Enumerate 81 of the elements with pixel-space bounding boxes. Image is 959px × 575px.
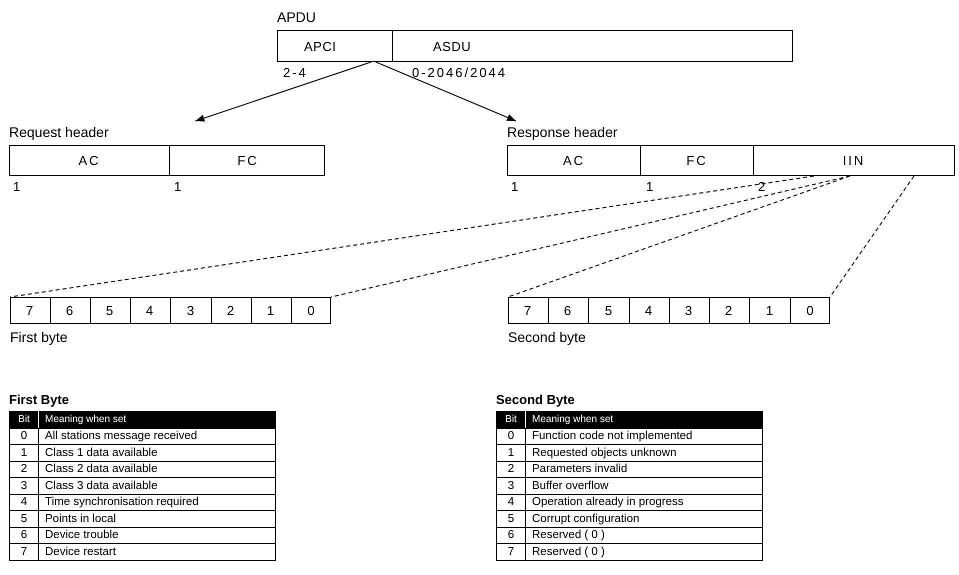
field-name: 0 (806, 303, 816, 318)
byte-count: 2 (758, 179, 768, 194)
table-cell: 7 (496, 544, 526, 560)
dashed-line (330, 176, 850, 298)
field-name: AC (78, 153, 101, 168)
table-cell: Device restart (38, 544, 276, 560)
dashed-line (508, 176, 850, 298)
table-cell: Device trouble (38, 527, 276, 544)
field-name: 2 (226, 303, 236, 318)
table-cell: 1 (496, 444, 526, 461)
byte-count: 2-4 (283, 65, 308, 80)
table-cell: 2 (496, 461, 526, 478)
group-heading: Second byte (508, 328, 586, 346)
table-cell: Class 2 data available (38, 461, 276, 478)
field-name: 3 (186, 303, 196, 318)
table-title: Second Byte (496, 392, 575, 407)
field-group (10, 297, 331, 346)
table-cell: 5 (496, 510, 526, 527)
byte-count: 1 (174, 179, 184, 194)
table-cell: Points in local (38, 510, 276, 527)
group-heading: Response header (507, 123, 618, 141)
field-name: 5 (604, 303, 614, 318)
dashed-line (10, 176, 814, 298)
field-name: 3 (684, 303, 694, 318)
table-cell: Time synchronisation required (38, 494, 276, 510)
field-name: AC (562, 153, 586, 168)
group-heading: Request header (9, 123, 109, 141)
field-name: 0 (307, 303, 317, 318)
group-heading: First byte (10, 328, 68, 346)
field-name: FC (686, 153, 708, 168)
table-cell: Reserved ( 0 ) (526, 544, 762, 560)
table-cell: 2 (10, 461, 38, 478)
table-cell: Reserved ( 0 ) (526, 527, 762, 544)
table-header-cell: Bit (496, 412, 526, 428)
table-cell: Buffer overflow (526, 478, 762, 494)
arrow (375, 62, 516, 122)
table-cell: 7 (10, 544, 38, 560)
field-name: 1 (266, 303, 276, 318)
field-name: 2 (724, 303, 734, 318)
table-cell: All stations message received (38, 428, 276, 444)
field-name: IIN (842, 153, 866, 168)
table-header-cell: Bit (10, 412, 38, 428)
field-name: 4 (146, 303, 156, 318)
table-cell: 5 (10, 510, 38, 527)
table-cell: 6 (496, 527, 526, 544)
field-name: 4 (644, 303, 654, 318)
byte-count: 1 (646, 179, 656, 194)
table-cell: Class 3 data available (38, 478, 276, 494)
field-name: 1 (766, 303, 776, 318)
table-cell: 6 (10, 527, 38, 544)
table-cell: 0 (496, 428, 526, 444)
byte-count: 0-2046/2044 (412, 65, 508, 80)
table-header-cell: Meaning when set (526, 412, 762, 428)
field-group (508, 297, 830, 346)
table-cell: 3 (10, 478, 38, 494)
field-name: 6 (66, 303, 76, 318)
field-name: 7 (524, 303, 534, 318)
field-name: 6 (564, 303, 574, 318)
arrow (194, 62, 372, 122)
table-cell: Corrupt configuration (526, 510, 762, 527)
table-title: First Byte (9, 392, 69, 407)
table-cell: Parameters invalid (526, 461, 762, 478)
table-cell: Requested objects unknown (526, 444, 762, 461)
field-name: FC (237, 153, 259, 168)
byte-count: 1 (13, 179, 22, 194)
table-cell: 3 (496, 478, 526, 494)
byte-count: 1 (511, 179, 520, 194)
dashed-line (830, 176, 914, 298)
group-heading: APDU (277, 8, 316, 26)
table-cell: Class 1 data available (38, 444, 276, 461)
field-name: APCI (303, 38, 336, 54)
table-cell: 1 (10, 444, 38, 461)
table-cell: Function code not implemented (526, 428, 762, 444)
table-header-cell: Meaning when set (38, 412, 276, 428)
table-cell: 0 (10, 428, 38, 444)
table-cell: Operation already in progress (526, 494, 762, 510)
field-name: 5 (106, 303, 116, 318)
field-name: 7 (26, 303, 36, 318)
table-cell: 4 (496, 494, 526, 510)
table-cell: 4 (10, 494, 38, 510)
field-name: ASDU (432, 38, 472, 54)
